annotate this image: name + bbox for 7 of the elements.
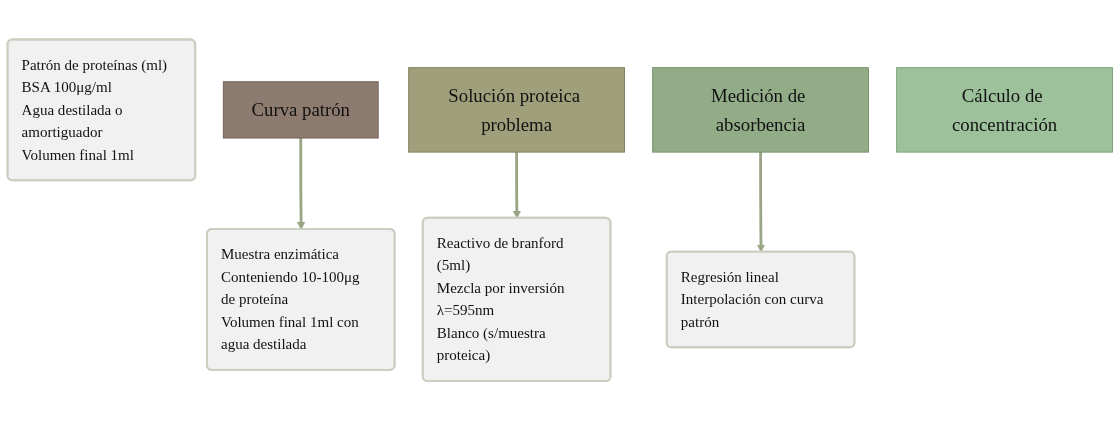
node-box: Solución proteica problema: [408, 67, 625, 153]
node-box: Medición de absorbencia: [652, 67, 869, 153]
arrow: [756, 152, 766, 253]
node-box: Cálculo de concentración: [896, 67, 1113, 153]
arrow: [297, 138, 306, 231]
arrow: [512, 152, 521, 219]
node-box: Curva patrón: [222, 81, 379, 139]
